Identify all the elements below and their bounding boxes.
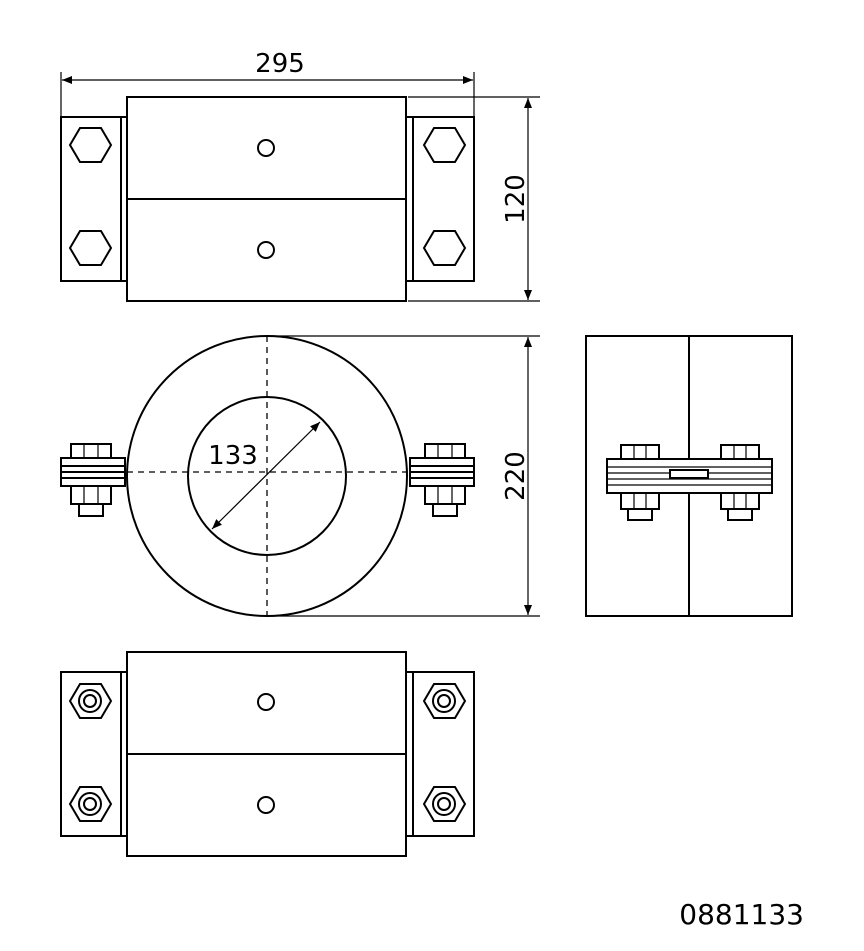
front-view: 133 220 [60,335,540,617]
hex-bolt-icon [422,230,467,266]
right-bolt-assembly [409,443,475,517]
diameter-dimension-label: 133 [208,441,258,471]
side-view [585,335,793,617]
hole-icon [257,693,275,711]
outer-diameter-dimension-label: 220 [501,451,531,501]
inner-bore [187,396,347,556]
width-dimension-label: 295 [255,49,305,79]
part-number: 0881133 [679,898,804,931]
bottom-view [60,651,475,857]
hole-icon [257,241,275,259]
hex-bolt-icon [68,127,113,163]
hex-bolt-icon [68,230,113,266]
side-clamp-plates [606,458,773,494]
diameter-dimension-line [211,421,321,530]
left-bolt-assembly [60,443,126,517]
hole-icon [257,796,275,814]
top-view: 295 120 [60,49,540,302]
hex-bolt-icon [422,127,467,163]
hole-icon [257,139,275,157]
height-dimension-label: 120 [501,174,531,224]
